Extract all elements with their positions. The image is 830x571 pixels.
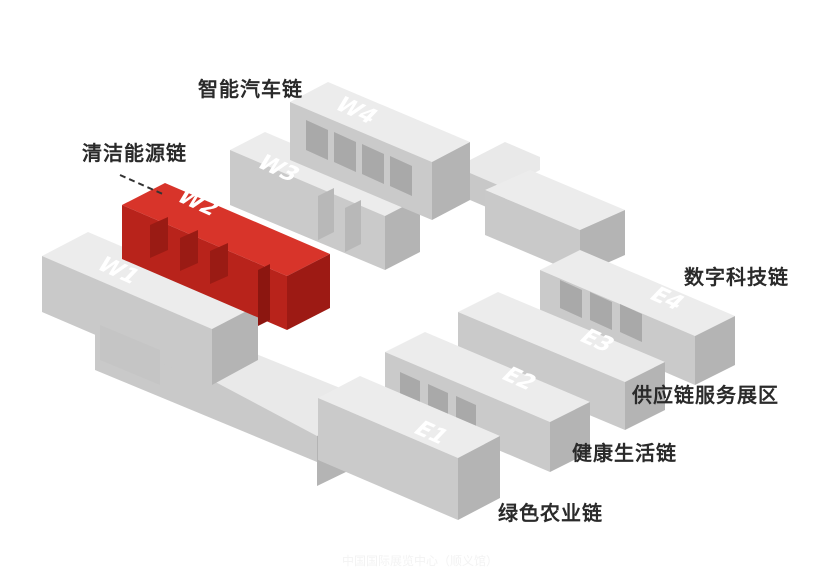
zone-label-digital-tech: 数字科技链 (684, 265, 789, 289)
zone-label-green-agri: 绿色农业链 (498, 501, 603, 525)
hall-E1[interactable]: E1 (318, 376, 500, 520)
zone-label-healthy-life: 健康生活链 (572, 441, 677, 465)
hall-E4[interactable]: E4 (540, 250, 735, 385)
zone-label-smart-car: 智能汽车链 (198, 77, 303, 101)
hall-W1[interactable]: W1 (42, 232, 258, 385)
hall-W4[interactable]: W4 (290, 82, 470, 220)
clean-energy-leader-line (119, 174, 166, 196)
hall-W2-highlighted[interactable]: W2 (122, 183, 330, 330)
venue-footer-caption: 中国国际展览中心（顺义馆） (341, 554, 498, 568)
zone-label-supply-chain-service: 供应链服务展区 (632, 383, 779, 407)
zone-label-clean-energy: 清洁能源链 (82, 141, 187, 165)
northeast-connector-block (470, 142, 625, 275)
